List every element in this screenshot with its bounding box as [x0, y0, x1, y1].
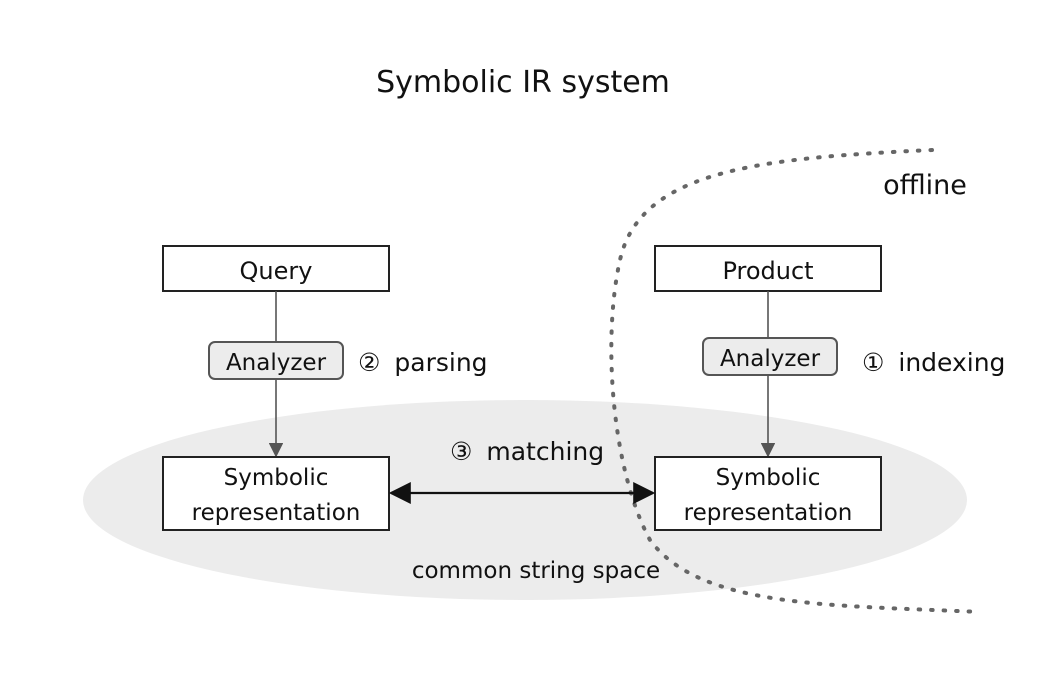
- parsing-step-number: ②: [358, 348, 380, 377]
- indexing-step-number: ①: [862, 348, 884, 377]
- matching-step-label: ③ matching: [450, 437, 604, 466]
- parsing-step-label: ② parsing: [358, 348, 488, 377]
- offline-label: offline: [883, 170, 967, 201]
- left-repr-line2: representation: [192, 500, 361, 526]
- right-analyzer-label: Analyzer: [720, 346, 821, 372]
- right-repr-line1: Symbolic: [716, 465, 821, 491]
- parsing-step-text: parsing: [394, 348, 487, 377]
- left-analyzer-label: Analyzer: [226, 350, 327, 376]
- right-analyzer-box: [702, 337, 838, 376]
- indexing-step-label: ① indexing: [862, 348, 1005, 377]
- common-string-space-label: common string space: [412, 558, 660, 584]
- left-symbolic-repr-box: [162, 456, 390, 531]
- right-symbolic-repr-box: [654, 456, 882, 531]
- left-repr-line1: Symbolic: [224, 465, 329, 491]
- product-label: Product: [722, 257, 813, 285]
- indexing-step-text: indexing: [898, 348, 1005, 377]
- query-label: Query: [240, 257, 313, 285]
- matching-step-number: ③: [450, 437, 472, 466]
- diagram-title: Symbolic IR system: [376, 65, 670, 100]
- product-box: [654, 245, 882, 292]
- query-box: [162, 245, 390, 292]
- offline-boundary-curve: [609, 148, 982, 614]
- right-repr-line2: representation: [684, 500, 853, 526]
- matching-step-text: matching: [486, 437, 604, 466]
